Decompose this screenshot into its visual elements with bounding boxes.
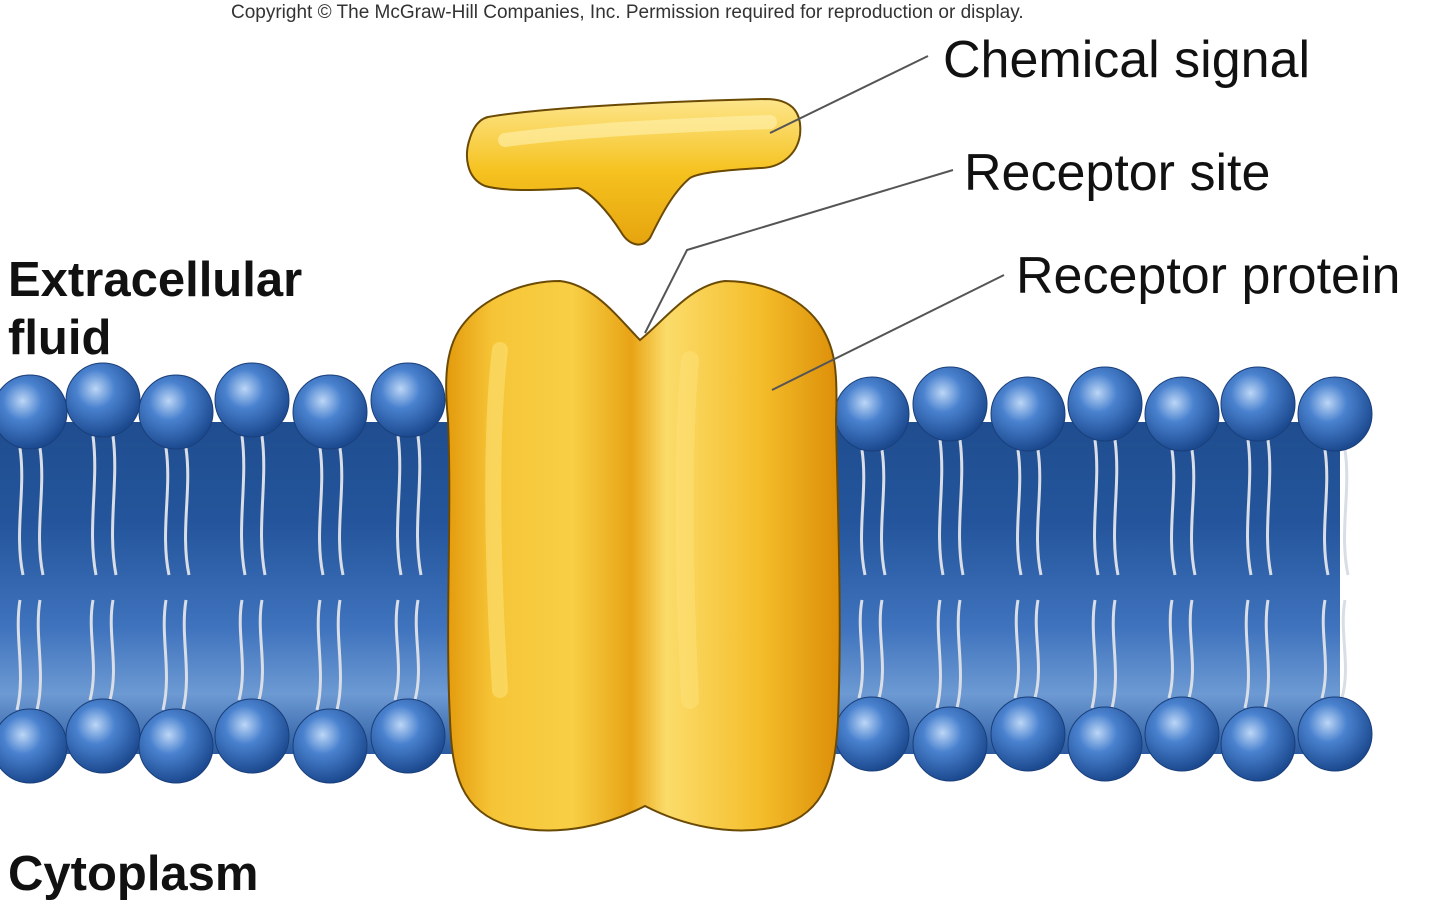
phospholipid-head bbox=[65, 362, 141, 438]
phospholipid-heads bbox=[0, 362, 1373, 784]
receptor-protein bbox=[445, 279, 841, 832]
phospholipid-head bbox=[292, 708, 368, 784]
lipid-tail bbox=[955, 599, 962, 709]
lipid-tail bbox=[338, 447, 345, 576]
lipid-tail bbox=[413, 599, 420, 701]
label-cytoplasm: Cytoplasm bbox=[8, 847, 259, 901]
lipid-tail bbox=[1323, 449, 1330, 576]
lipid-tail bbox=[91, 435, 98, 576]
lipid-tail bbox=[1033, 599, 1040, 699]
lipid-tail bbox=[860, 449, 867, 576]
lipid-tails bbox=[15, 435, 1350, 711]
phospholipid-head bbox=[912, 706, 988, 782]
lipid-tail bbox=[1167, 599, 1174, 699]
lipid-tail bbox=[1013, 599, 1020, 699]
phospholipid-head bbox=[292, 374, 368, 450]
lipid-tail bbox=[15, 599, 22, 711]
lipid-tail bbox=[958, 439, 965, 576]
signal-highlight bbox=[498, 115, 777, 147]
protein-highlight bbox=[485, 342, 508, 698]
phospholipid-head bbox=[1144, 696, 1220, 772]
lipid-tail bbox=[315, 599, 322, 711]
phospholipid-head bbox=[138, 708, 214, 784]
lipid-tail bbox=[35, 599, 42, 711]
lipid-tail bbox=[184, 447, 191, 576]
phospholipid-head bbox=[370, 362, 446, 438]
phospholipid-head bbox=[370, 698, 446, 774]
leader-chemical-signal bbox=[769, 55, 929, 134]
lipid-tail bbox=[1110, 599, 1117, 709]
lipid-tail bbox=[880, 449, 887, 576]
lipid-tail bbox=[161, 599, 168, 711]
lipid-tail bbox=[257, 599, 264, 701]
lipid-tail bbox=[164, 447, 171, 576]
lipid-tail bbox=[1340, 599, 1347, 699]
label-extracellular-fluid: Extracellular fluid bbox=[8, 252, 302, 368]
lipid-tail bbox=[318, 447, 325, 576]
lipid-tail bbox=[1187, 599, 1194, 699]
lipid-tail bbox=[1036, 449, 1043, 576]
phospholipid-head bbox=[0, 708, 68, 784]
label-receptor-protein: Receptor protein bbox=[1016, 247, 1401, 305]
phospholipid-head bbox=[1067, 706, 1143, 782]
phospholipid-head bbox=[65, 698, 141, 774]
lipid-tail bbox=[1190, 449, 1197, 576]
lipid-tail bbox=[38, 447, 45, 576]
lipid-tail bbox=[260, 435, 267, 576]
lipid-tail bbox=[935, 599, 942, 709]
lipid-tail bbox=[938, 439, 945, 576]
label-extracellular-line1: Extracellular bbox=[8, 253, 303, 307]
lipid-tail bbox=[857, 599, 864, 699]
lipid-tail bbox=[181, 599, 188, 711]
lipid-tail bbox=[1093, 439, 1100, 576]
phospholipid-head bbox=[138, 374, 214, 450]
leader-receptor-protein bbox=[771, 274, 1005, 391]
label-receptor-site: Receptor site bbox=[964, 144, 1271, 202]
lipid-tail bbox=[1113, 439, 1120, 576]
phospholipid-head bbox=[990, 696, 1066, 772]
phospholipid-head bbox=[1220, 366, 1296, 442]
lipid-tail bbox=[88, 599, 95, 701]
lipid-tail bbox=[111, 435, 118, 576]
lipid-tail bbox=[416, 435, 423, 576]
lipid-tail bbox=[1170, 449, 1177, 576]
lipid-tail bbox=[1343, 449, 1350, 576]
phospholipid-head bbox=[0, 374, 68, 450]
lipid-tail bbox=[1266, 439, 1273, 576]
phospholipid-head bbox=[834, 696, 910, 772]
protein-highlight bbox=[675, 351, 699, 709]
label-extracellular-line2: fluid bbox=[8, 310, 112, 365]
label-chemical-signal: Chemical signal bbox=[943, 31, 1311, 89]
phospholipid-head bbox=[834, 376, 910, 452]
phospholipid-head bbox=[912, 366, 988, 442]
lipid-tail bbox=[1320, 599, 1327, 699]
phospholipid-head bbox=[1297, 696, 1373, 772]
lipid-tail bbox=[1090, 599, 1097, 709]
phospholipid-head bbox=[1144, 376, 1220, 452]
lipid-tail bbox=[877, 599, 884, 699]
phospholipid-head bbox=[990, 376, 1066, 452]
lipid-tail bbox=[240, 435, 247, 576]
lipid-tail bbox=[393, 599, 400, 701]
lipid-tail bbox=[1016, 449, 1023, 576]
lipid-tail bbox=[396, 435, 403, 576]
lipid-tail bbox=[1246, 439, 1253, 576]
phospholipid-head bbox=[1297, 376, 1373, 452]
leader-receptor-site bbox=[644, 169, 954, 334]
phospholipid-head bbox=[1067, 366, 1143, 442]
lipid-tail bbox=[237, 599, 244, 701]
lipid-tail bbox=[1243, 599, 1250, 709]
phospholipid-head bbox=[214, 362, 290, 438]
phospholipid-head bbox=[1220, 706, 1296, 782]
copyright-notice: Copyright © The McGraw-Hill Companies, I… bbox=[231, 2, 1024, 23]
lipid-tail bbox=[108, 599, 115, 701]
lipid-tail bbox=[18, 447, 25, 576]
lipid-tail bbox=[1263, 599, 1270, 709]
lipid-tail bbox=[335, 599, 342, 711]
phospholipid-head bbox=[214, 698, 290, 774]
